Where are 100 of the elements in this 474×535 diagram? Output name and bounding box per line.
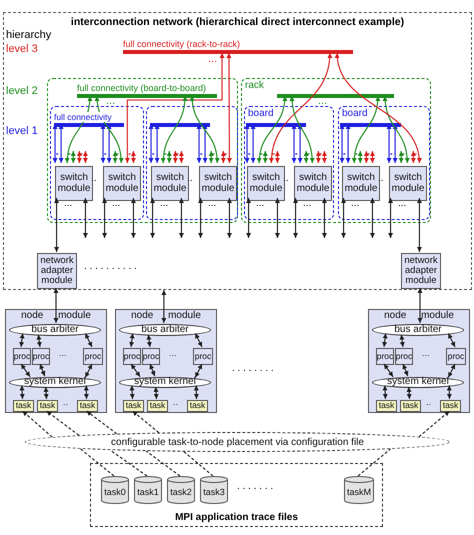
box-text: task — [16, 401, 32, 411]
arrow — [130, 198, 136, 238]
arrow — [194, 364, 202, 378]
switch-module-box — [247, 166, 285, 201]
kernel-ellipse — [9, 377, 101, 388]
network-title: interconnection network (hierarchical direct interconnect example) — [70, 16, 406, 28]
box-text: network adapter module — [39, 256, 75, 286]
rack-boundary — [241, 78, 431, 223]
arrow — [130, 151, 136, 163]
switch-module-box — [55, 166, 93, 201]
placement-text: configurable task-to-node placement via configuration file — [109, 436, 366, 448]
arrow — [322, 198, 327, 238]
arrow — [392, 124, 398, 163]
ellipsis: .. — [426, 398, 432, 407]
box-text: proc — [84, 352, 102, 362]
arrow — [416, 198, 422, 252]
arrow — [400, 334, 405, 348]
arrow — [398, 151, 404, 163]
arbiter-ellipse — [372, 324, 464, 336]
switch-module-box — [389, 166, 427, 201]
arrow — [246, 198, 252, 238]
arrow — [358, 151, 363, 163]
arbiter-ellipse — [9, 324, 101, 336]
box-text: proc — [32, 352, 50, 362]
level-label: level 1 — [6, 126, 38, 137]
processor-box — [13, 348, 31, 365]
arrow — [148, 124, 154, 163]
arrow — [39, 364, 46, 376]
arrow — [370, 198, 375, 238]
arrow — [274, 151, 280, 163]
box-text: proc — [142, 352, 160, 362]
arrow — [370, 151, 375, 163]
arrow — [262, 151, 268, 163]
ellipsis: .. — [283, 174, 289, 184]
arrow — [100, 124, 106, 163]
file-name: task3 — [203, 487, 225, 497]
box-text: task — [402, 401, 418, 411]
arrow — [190, 96, 220, 164]
ellipsis: ... — [208, 54, 218, 65]
bus-bar — [340, 123, 401, 127]
arrow — [384, 364, 394, 378]
board-boundary — [146, 106, 238, 220]
arbiter-ellipse — [119, 324, 211, 336]
arrow — [146, 334, 152, 348]
processor-box — [376, 348, 394, 365]
arrow — [22, 410, 53, 438]
arrow — [292, 124, 297, 163]
box-text: task — [378, 401, 394, 411]
arrow — [82, 198, 88, 238]
arrow — [161, 290, 166, 323]
box-text: proc — [376, 352, 394, 362]
arrow — [322, 151, 327, 163]
node-module-box — [368, 309, 470, 413]
arrow — [130, 385, 135, 400]
arrow — [112, 151, 118, 163]
arrow — [149, 364, 156, 376]
region-label: board — [342, 108, 368, 119]
arrow — [298, 124, 303, 163]
arrow — [335, 52, 422, 164]
arrow — [386, 124, 392, 163]
arrow — [130, 364, 141, 378]
ellipse-text: bus arbiter — [31, 324, 79, 336]
bus-label: full connectivity (rack-to-rack) — [123, 39, 240, 49]
box-text: switch module — [152, 172, 188, 194]
arrow — [178, 151, 184, 163]
arrow — [46, 410, 80, 436]
processor-box — [446, 348, 466, 365]
region-label: board — [248, 108, 274, 119]
ellipsis: ... — [106, 96, 116, 107]
arrow — [418, 288, 422, 324]
ellipsis: ... — [208, 199, 216, 209]
processor-box — [123, 348, 141, 365]
box-text: switch module — [200, 172, 236, 194]
ellipse-text: system kernel — [24, 377, 86, 388]
rack-boundary — [47, 78, 238, 223]
level-label: level 2 — [6, 86, 38, 97]
arrow — [388, 198, 394, 238]
file-name: taskM — [346, 487, 371, 497]
switch-module-box — [199, 166, 237, 201]
arrow — [129, 333, 135, 348]
bus-bar — [246, 123, 306, 127]
arrow — [166, 151, 172, 163]
box-text: switch module — [56, 172, 92, 194]
arrow — [20, 364, 31, 378]
module-label: node module — [20, 310, 92, 321]
arrow — [382, 385, 388, 400]
ellipsis: ... — [169, 349, 177, 358]
box-text: proc — [14, 352, 30, 362]
arrow — [58, 124, 64, 163]
arrow — [410, 151, 416, 163]
arrow — [150, 198, 156, 238]
arrow — [84, 364, 92, 378]
processor-box — [142, 348, 160, 365]
box-text: task — [442, 401, 458, 411]
arrow — [132, 410, 160, 434]
node-module-box — [115, 309, 217, 413]
task-box — [37, 400, 58, 412]
arrow — [382, 96, 410, 164]
task-box — [400, 400, 421, 412]
ellipsis: ... — [351, 199, 360, 209]
